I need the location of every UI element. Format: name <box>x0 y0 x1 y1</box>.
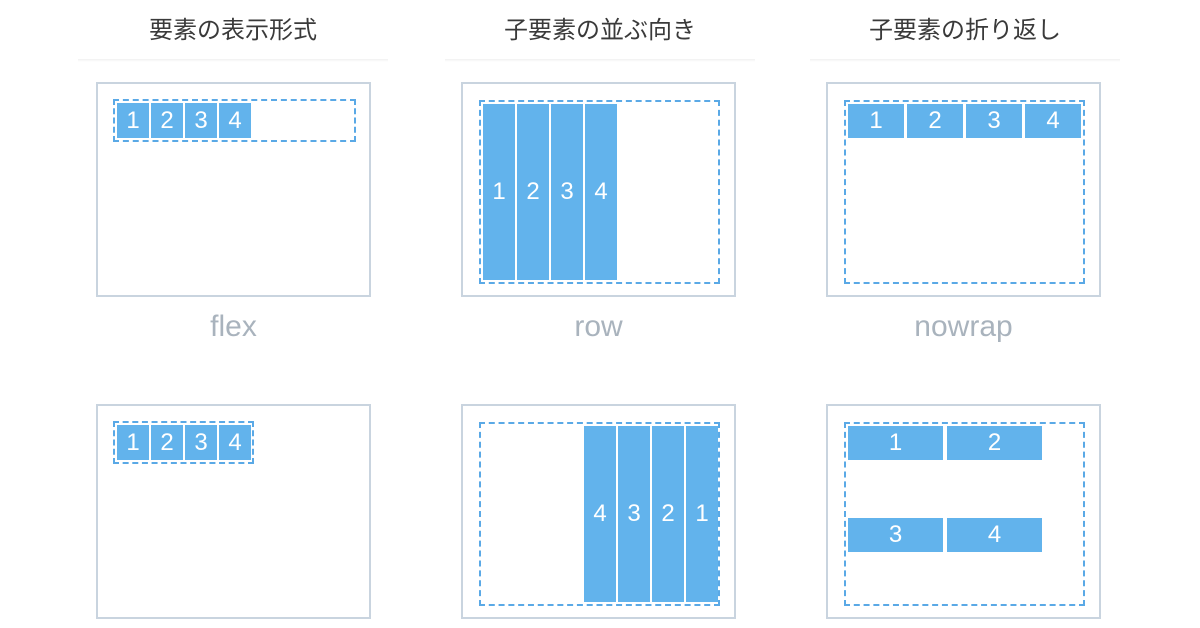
flex-container: 1 2 3 4 <box>844 422 1085 606</box>
display-diagram-top: 1 2 3 4 <box>96 82 371 297</box>
display-diagram-bottom: 1 2 3 4 <box>96 404 371 619</box>
flex-item: 2 <box>151 425 183 460</box>
flex-item: 4 <box>219 425 251 460</box>
flex-item: 3 <box>551 104 583 280</box>
flex-item: 2 <box>907 104 963 138</box>
header-display: 要素の表示形式 <box>78 0 388 62</box>
header-direction-text: 子要素の並ぶ向き <box>504 15 696 44</box>
header-wrap: 子要素の折り返し <box>810 0 1120 62</box>
flex-item: 4 <box>585 104 617 280</box>
wrap-diagram-top: 1 2 3 4 <box>826 82 1101 297</box>
flex-item: 4 <box>219 103 251 138</box>
flex-item: 4 <box>584 426 616 602</box>
flex-item: 2 <box>947 426 1042 460</box>
wrap-diagram-bottom: 1 2 3 4 <box>826 404 1101 619</box>
flex-item: 1 <box>117 425 149 460</box>
flex-item: 3 <box>185 425 217 460</box>
flex-item: 3 <box>848 518 943 552</box>
flex-container: 1 2 3 4 <box>479 100 720 284</box>
flex-item: 3 <box>966 104 1022 138</box>
flex-item: 2 <box>517 104 549 280</box>
flex-item: 1 <box>686 426 718 602</box>
flex-item: 4 <box>947 518 1042 552</box>
flex-container: 4 3 2 1 <box>479 422 720 606</box>
value-wrap: nowrap <box>914 310 1013 343</box>
flex-item: 4 <box>1025 104 1081 138</box>
flex-item: 1 <box>483 104 515 280</box>
flex-item: 3 <box>185 103 217 138</box>
flex-item: 3 <box>618 426 650 602</box>
header-direction: 子要素の並ぶ向き <box>445 0 755 62</box>
header-wrap-text: 子要素の折り返し <box>869 15 1061 44</box>
flex-item: 2 <box>652 426 684 602</box>
flex-container: 1 2 3 4 <box>113 99 356 142</box>
direction-diagram-top: 1 2 3 4 <box>461 82 736 297</box>
value-display: flex <box>210 310 257 343</box>
flex-item: 2 <box>151 103 183 138</box>
header-display-text: 要素の表示形式 <box>149 15 317 44</box>
flex-item: 1 <box>117 103 149 138</box>
flex-container: 1 2 3 4 <box>844 100 1085 284</box>
flex-container: 1 2 3 4 <box>113 421 254 464</box>
flex-item: 1 <box>848 104 904 138</box>
value-direction: row <box>574 310 623 343</box>
flex-item: 1 <box>848 426 943 460</box>
direction-diagram-bottom: 4 3 2 1 <box>461 404 736 619</box>
